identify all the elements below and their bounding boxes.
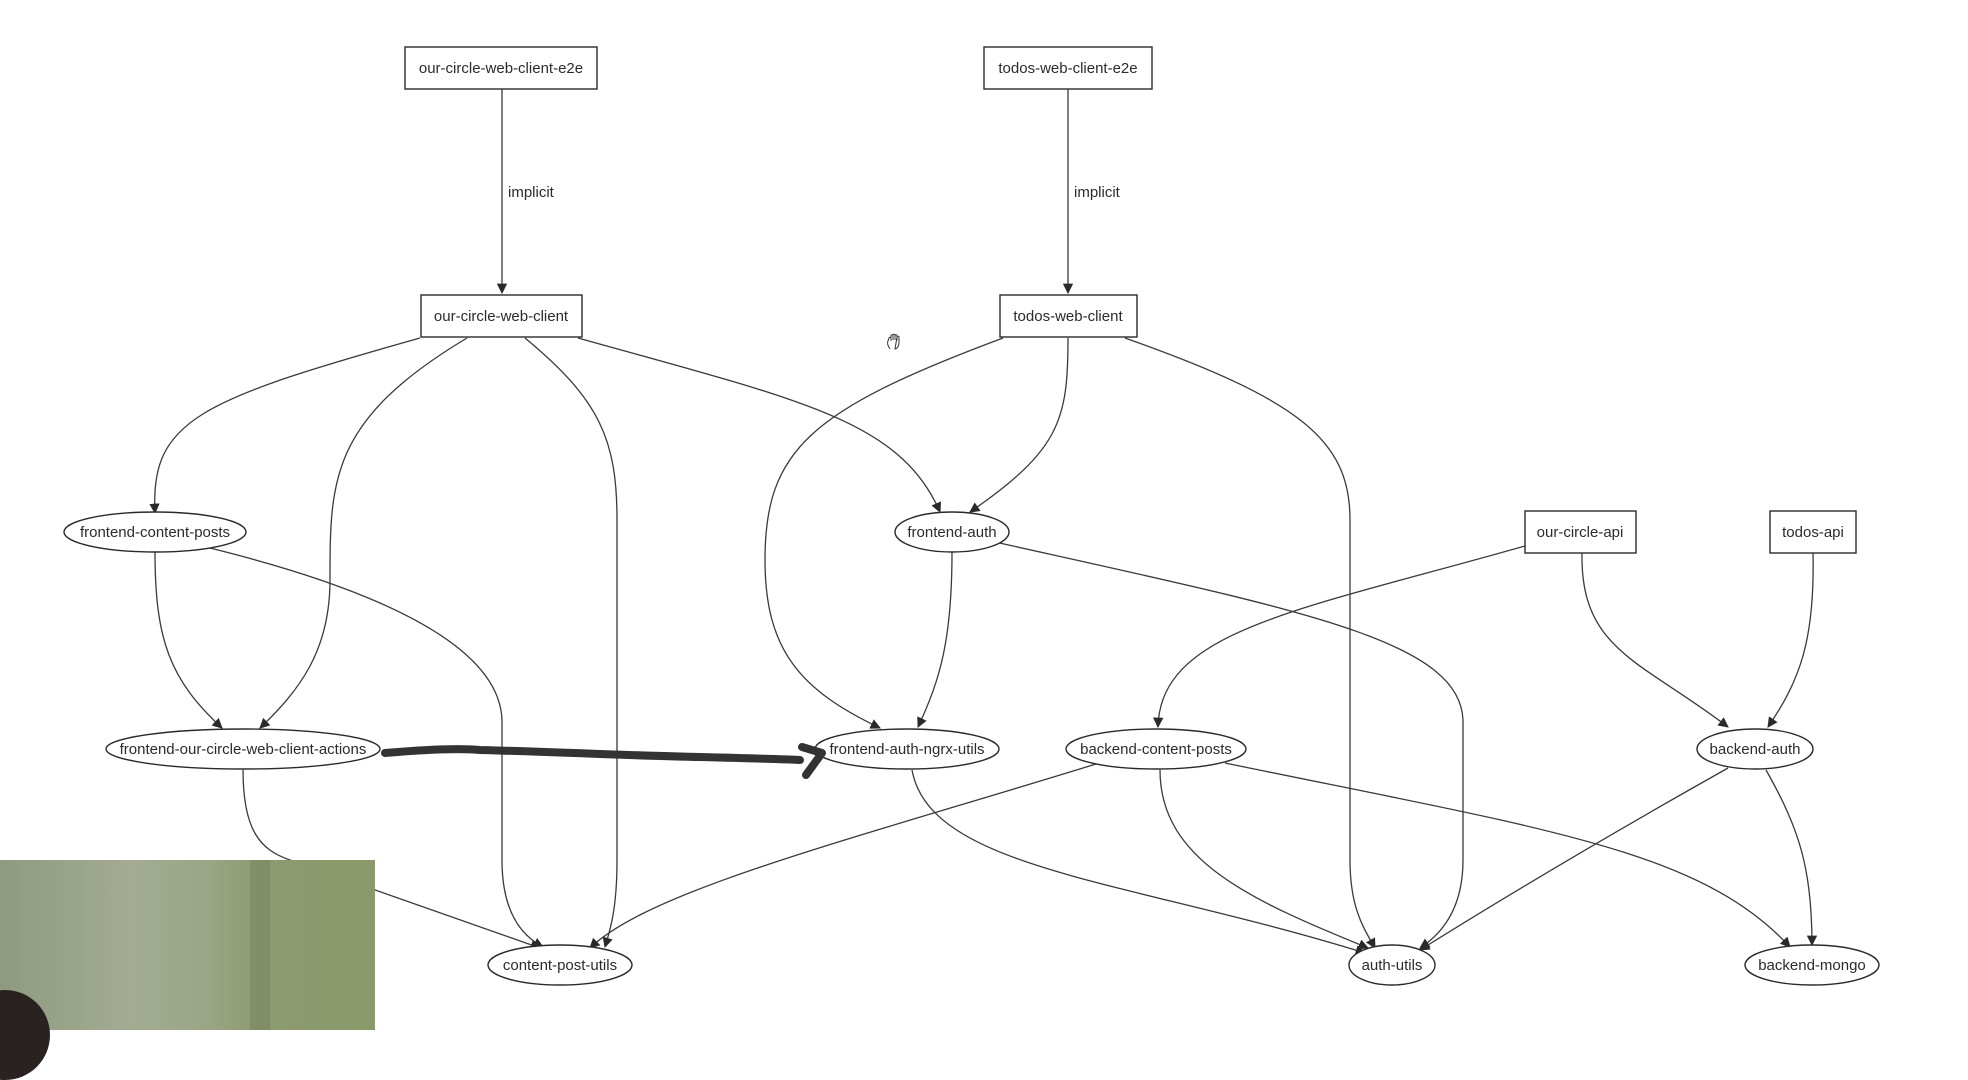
edge-label-implicit-right: implicit: [1074, 184, 1121, 201]
node-auth-utils[interactable]: auth-utils: [1348, 944, 1436, 986]
edge-fcp-to-fe-ocwc-actions: [154, 551, 223, 729]
webcam-person: [0, 990, 50, 1080]
node-label: frontend-content-posts: [80, 524, 230, 541]
edge-ocwc-to-content-post-utils: [524, 337, 618, 948]
grab-hand-icon: [887, 333, 900, 350]
edge-bcp-to-content-post-utils: [589, 763, 1097, 949]
annotation-arrow: [381, 743, 826, 779]
dependency-graph[interactable]: implicit implicit our-circle-web-client-…: [0, 0, 1968, 1030]
node-label: auth-utils: [1362, 957, 1423, 974]
edge-bcp-to-backend-mongo: [1224, 762, 1791, 948]
edge-fe-auth-ngrx-to-auth-utils: [911, 769, 1366, 956]
edge-twc-to-auth-utils: [1124, 337, 1376, 949]
node-label: todos-api: [1782, 524, 1844, 541]
edge-oca-to-backend-auth: [1581, 551, 1729, 728]
edge-fa-to-fe-auth-ngrx-utils: [917, 551, 953, 728]
edge-ocwc-to-frontend-auth: [577, 337, 942, 513]
edge-ta-to-backend-auth: [1767, 551, 1814, 728]
edge-oca-to-backend-content-posts: [1153, 545, 1526, 729]
node-our-circle-web-client[interactable]: our-circle-web-client: [420, 294, 583, 338]
node-label: our-circle-web-client: [434, 308, 569, 325]
node-our-circle-api[interactable]: our-circle-api: [1524, 510, 1637, 554]
node-label: our-circle-api: [1537, 524, 1624, 541]
edge-ocwc-to-frontend-content-posts: [149, 337, 421, 515]
edge-ocwc-to-fe-ocwc-actions: [259, 337, 468, 729]
edge-fcp-to-content-post-utils: [209, 547, 544, 948]
edge-fe-ocwc-actions-to-content-post-utils: [242, 769, 541, 950]
node-label: content-post-utils: [503, 957, 617, 974]
node-backend-auth[interactable]: backend-auth: [1696, 728, 1814, 770]
node-todos-api[interactable]: todos-api: [1769, 510, 1857, 554]
node-frontend-auth-ngrx-utils[interactable]: frontend-auth-ngrx-utils: [814, 728, 1000, 770]
node-label: frontend-auth: [907, 524, 996, 541]
node-backend-mongo[interactable]: backend-mongo: [1744, 944, 1880, 986]
webcam-overlay: [0, 860, 375, 1080]
node-label: backend-content-posts: [1080, 741, 1232, 758]
edges: implicit implicit: [149, 89, 1818, 956]
edge-bcp-to-auth-utils: [1159, 769, 1369, 950]
webcam-background-shadow: [250, 860, 270, 1030]
node-todos-web-client-e2e[interactable]: todos-web-client-e2e: [983, 46, 1153, 90]
node-label: todos-web-client: [1013, 308, 1123, 325]
edge-label-implicit-left: implicit: [508, 184, 555, 201]
node-label: frontend-our-circle-web-client-actions: [120, 741, 367, 758]
node-backend-content-posts[interactable]: backend-content-posts: [1065, 728, 1247, 770]
edge-ba-to-backend-mongo: [1765, 769, 1818, 947]
edge-twc-to-frontend-auth: [969, 337, 1069, 513]
node-frontend-auth[interactable]: frontend-auth: [894, 511, 1010, 553]
node-label: backend-auth: [1710, 741, 1801, 758]
node-our-circle-web-client-e2e[interactable]: our-circle-web-client-e2e: [404, 46, 598, 90]
node-todos-web-client[interactable]: todos-web-client: [999, 294, 1138, 338]
node-frontend-our-circle-web-client-actions[interactable]: frontend-our-circle-web-client-actions: [105, 728, 381, 770]
node-label: todos-web-client-e2e: [998, 60, 1137, 77]
edge-fa-to-auth-utils: [994, 541, 1464, 949]
edge-ba-to-auth-utils: [1419, 767, 1729, 951]
node-label: our-circle-web-client-e2e: [419, 60, 583, 77]
node-content-post-utils[interactable]: content-post-utils: [487, 944, 633, 986]
node-label: frontend-auth-ngrx-utils: [829, 741, 984, 758]
edge-twc-to-fe-auth-ngrx-utils: [764, 337, 1004, 729]
node-label: backend-mongo: [1758, 957, 1866, 974]
node-frontend-content-posts[interactable]: frontend-content-posts: [63, 511, 247, 553]
